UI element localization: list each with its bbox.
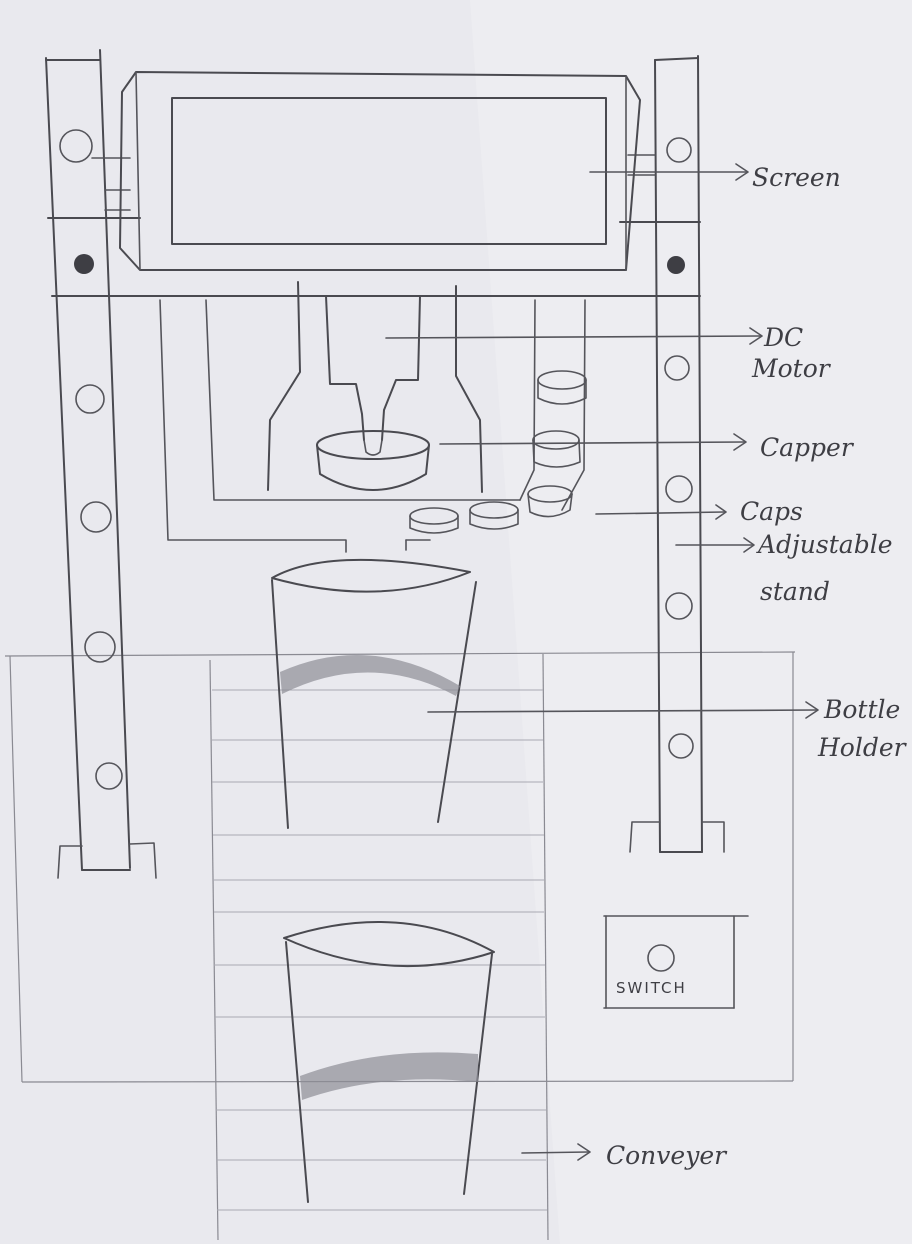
label-conveyer: Conveyer [606,1141,728,1170]
label-dc-motor-line2: Motor [751,354,832,383]
left-stand-bolt [74,254,94,274]
label-adjustable-stand-line1: Adjustable [756,530,893,559]
right-stand-bolt [667,256,685,274]
label-capper: Capper [760,433,855,462]
label-adjustable-stand-line2: stand [760,577,830,606]
label-screen: Screen [752,163,841,192]
switch-label: SWITCH [616,979,687,997]
label-bottle-holder-line1: Bottle [823,695,900,724]
label-dc-motor-line1: DC [763,323,803,352]
label-caps: Caps [740,497,803,526]
label-bottle-holder-line2: Holder [817,733,908,762]
